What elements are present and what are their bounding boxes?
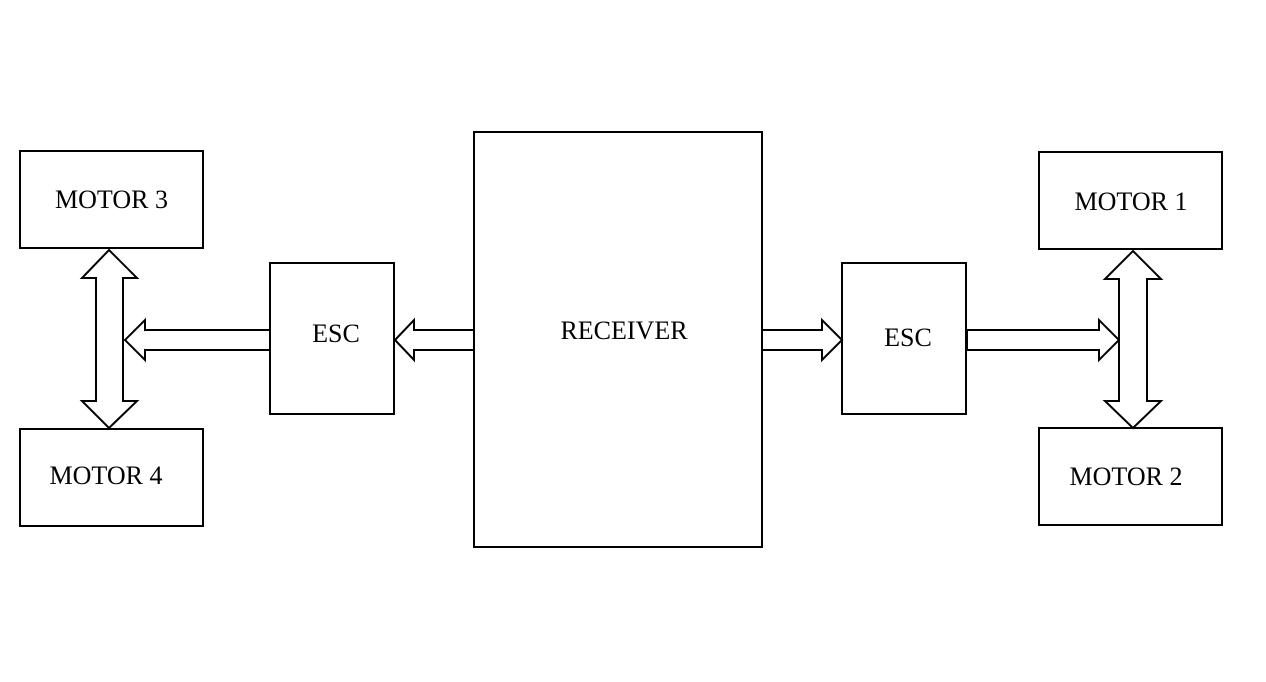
arrow-motor-3-motor-4 (79, 248, 140, 430)
motor-1-block: MOTOR 1 (1038, 151, 1223, 250)
motor-2-label: MOTOR 2 (1070, 462, 1183, 491)
arrow-receiver-to-esc-left (393, 317, 475, 363)
arrow-motor-1-motor-2 (1102, 249, 1164, 430)
esc-left-block: ESC (269, 262, 395, 415)
esc-right-label: ESC (884, 323, 932, 352)
motor-4-block: MOTOR 4 (19, 428, 204, 527)
arrow-esc-right-to-motors (966, 317, 1121, 363)
motor-2-block: MOTOR 2 (1038, 427, 1223, 526)
motor-3-block: MOTOR 3 (19, 150, 204, 249)
esc-right-block: ESC (841, 262, 967, 415)
receiver-block: RECEIVER (473, 131, 763, 548)
receiver-label: RECEIVER (560, 316, 688, 345)
motor-1-label: MOTOR 1 (1075, 187, 1188, 216)
motor-3-label: MOTOR 3 (55, 185, 168, 214)
arrow-receiver-to-esc-right (761, 317, 844, 363)
motor-4-label: MOTOR 4 (50, 461, 163, 490)
arrow-esc-left-to-motors (123, 317, 271, 363)
esc-left-label: ESC (312, 319, 360, 348)
